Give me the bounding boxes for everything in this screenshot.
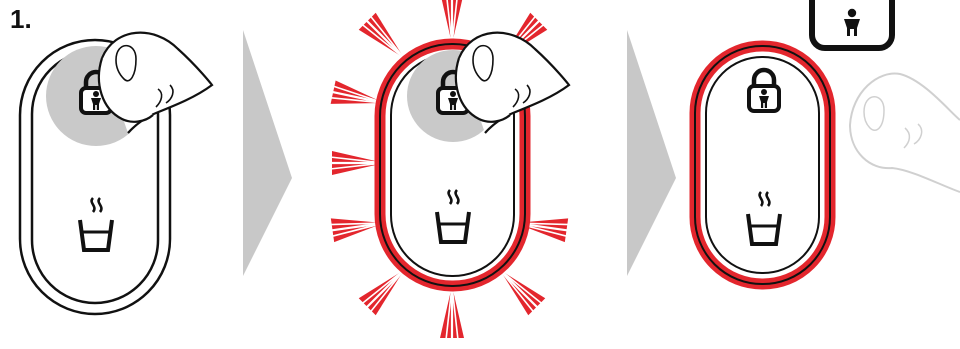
released-finger bbox=[850, 74, 960, 192]
panel-3-locked bbox=[695, 0, 960, 284]
next-step-arrow-1 bbox=[243, 30, 292, 276]
panel-1-press-button bbox=[20, 33, 212, 314]
next-step-arrow-2 bbox=[627, 30, 676, 276]
panel-2-flashing bbox=[327, 0, 572, 342]
child-indicator-icon bbox=[812, 0, 892, 48]
